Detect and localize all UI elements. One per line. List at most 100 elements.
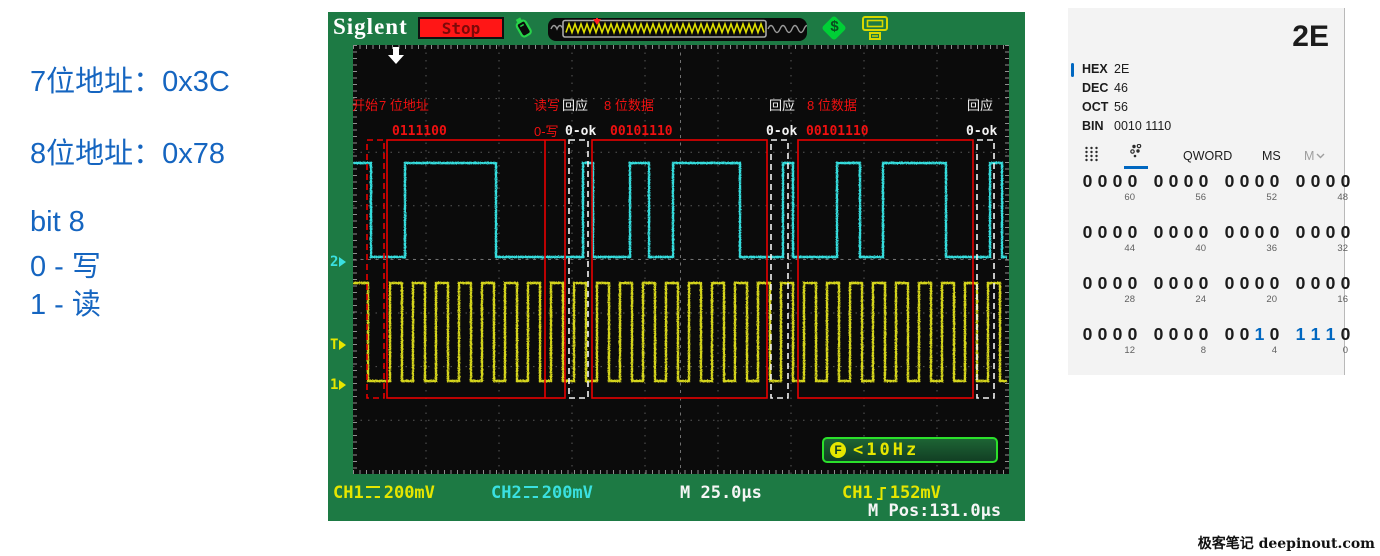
bit-toggle[interactable]: 0: [1295, 273, 1306, 293]
scope-display: [353, 45, 1009, 474]
bit-toggle[interactable]: 0: [1198, 324, 1209, 344]
print-icon: [862, 16, 888, 40]
bit-toggle[interactable]: 0: [1254, 222, 1265, 242]
bit-toggle[interactable]: 0: [1183, 324, 1194, 344]
bit-toggle[interactable]: 0: [1224, 273, 1235, 293]
bit-toggle[interactable]: 0: [1198, 222, 1209, 242]
bit-toggle[interactable]: 0: [1295, 171, 1306, 191]
bit-index-label: 24: [1195, 294, 1206, 305]
bit-toggle[interactable]: 0: [1340, 171, 1351, 191]
arrow-right-icon: [339, 257, 347, 267]
bit-toggle[interactable]: 0: [1168, 324, 1179, 344]
bit-toggle[interactable]: 0: [1097, 222, 1108, 242]
bit-toggle-keypad-tab[interactable]: [1124, 143, 1148, 169]
bit-toggle[interactable]: 1: [1295, 324, 1306, 344]
bit-toggle[interactable]: 0: [1082, 171, 1093, 191]
arrow-right-icon: [339, 380, 347, 390]
bit-toggle[interactable]: 0: [1112, 171, 1123, 191]
value-data2-bits: 00101110: [806, 124, 869, 139]
bit-toggle[interactable]: 1: [1325, 324, 1336, 344]
word-size-button[interactable]: QWORD: [1183, 149, 1233, 163]
bit-toggle[interactable]: 0: [1239, 171, 1250, 191]
bit-toggle[interactable]: 0: [1224, 171, 1235, 191]
bit-toggle[interactable]: 1: [1254, 324, 1265, 344]
memory-menu-button[interactable]: M: [1304, 149, 1325, 163]
bit-toggle[interactable]: 0: [1269, 324, 1280, 344]
bit-toggle[interactable]: 0: [1153, 222, 1164, 242]
bit-toggle[interactable]: 0: [1239, 324, 1250, 344]
bit-toggle[interactable]: 0: [1269, 273, 1280, 293]
bit-toggle[interactable]: 0: [1082, 324, 1093, 344]
data-byte2-box: [797, 139, 974, 399]
graticule: [353, 45, 1009, 474]
bit-toggle[interactable]: 0: [1127, 171, 1138, 191]
bit-toggle[interactable]: 0: [1112, 273, 1123, 293]
bit-toggle[interactable]: 0: [1269, 222, 1280, 242]
full-keypad-icon[interactable]: [1084, 146, 1099, 162]
bit-toggle[interactable]: 0: [1183, 171, 1194, 191]
notes-panel: 7位地址：0x3C 8位地址：0x78 bit 8 0 - 写 1 - 读: [0, 0, 320, 556]
memory-store-button[interactable]: MS: [1262, 149, 1281, 163]
bit-toggle[interactable]: 0: [1183, 222, 1194, 242]
bit-toggle[interactable]: 0: [1340, 324, 1351, 344]
bit-toggle[interactable]: 0: [1325, 222, 1336, 242]
bit-toggle[interactable]: 0: [1168, 273, 1179, 293]
oscilloscope-screenshot: Siglent Stop $: [328, 12, 1025, 521]
bit-toggle[interactable]: 0: [1239, 222, 1250, 242]
bit-toggle[interactable]: 0: [1340, 222, 1351, 242]
ack1-box: [568, 139, 589, 399]
bit-toggle[interactable]: 0: [1097, 324, 1108, 344]
bit-toggle[interactable]: 1: [1310, 324, 1321, 344]
note-bit8: bit 8: [30, 206, 85, 238]
bit-toggle[interactable]: 0: [1153, 171, 1164, 191]
bit-toggle[interactable]: 0: [1127, 222, 1138, 242]
bit-toggle[interactable]: 0: [1295, 222, 1306, 242]
bit-toggle[interactable]: 0: [1112, 324, 1123, 344]
bit-toggle[interactable]: 0: [1310, 222, 1321, 242]
bit-toggle[interactable]: 0: [1198, 273, 1209, 293]
calc-display-value: 2E: [1292, 20, 1329, 53]
bit-toggle[interactable]: 0: [1082, 222, 1093, 242]
bit-toggle[interactable]: 0: [1183, 273, 1194, 293]
bit-toggle[interactable]: 0: [1097, 273, 1108, 293]
bit-index-label: 40: [1195, 243, 1206, 254]
bit-toggle[interactable]: 0: [1239, 273, 1250, 293]
bit-toggle[interactable]: 0: [1127, 273, 1138, 293]
bit-toggle[interactable]: 0: [1153, 273, 1164, 293]
bit-toggle[interactable]: 0: [1153, 324, 1164, 344]
bit-index-label: 16: [1337, 294, 1348, 305]
bit-toggle[interactable]: 0: [1254, 273, 1265, 293]
bit-toggle[interactable]: 0: [1168, 222, 1179, 242]
preview-trigger-marker: [593, 19, 601, 25]
arrow-right-icon: [339, 340, 347, 350]
label-ack3: 回应: [967, 98, 994, 113]
bit-toggle[interactable]: 0: [1269, 171, 1280, 191]
label-start: 开始: [352, 98, 379, 113]
bit-toggle[interactable]: 0: [1224, 324, 1235, 344]
bit-toggle[interactable]: 0: [1082, 273, 1093, 293]
bit-index-label: 48: [1337, 192, 1348, 203]
label-data1: 8 位数据: [604, 98, 654, 113]
bit-toggle[interactable]: 0: [1254, 171, 1265, 191]
bit-toggle[interactable]: 0: [1310, 171, 1321, 191]
bit-toggle[interactable]: 0: [1112, 222, 1123, 242]
bit-toggle[interactable]: 0: [1340, 273, 1351, 293]
waveform-preview-bar: [548, 18, 807, 41]
bit-toggle[interactable]: 0: [1310, 273, 1321, 293]
bit-toggle[interactable]: 0: [1325, 273, 1336, 293]
bit-toggle[interactable]: 0: [1198, 171, 1209, 191]
bit-toggle[interactable]: 0: [1325, 171, 1336, 191]
value-addr-bits: 0111100: [392, 124, 447, 139]
bit-toggle[interactable]: 0: [1097, 171, 1108, 191]
bit-toggle[interactable]: 0: [1224, 222, 1235, 242]
value-ack3: 0-ok: [966, 124, 998, 139]
bit-toggle[interactable]: 0: [1168, 171, 1179, 191]
bit-toggle[interactable]: 0: [1127, 324, 1138, 344]
